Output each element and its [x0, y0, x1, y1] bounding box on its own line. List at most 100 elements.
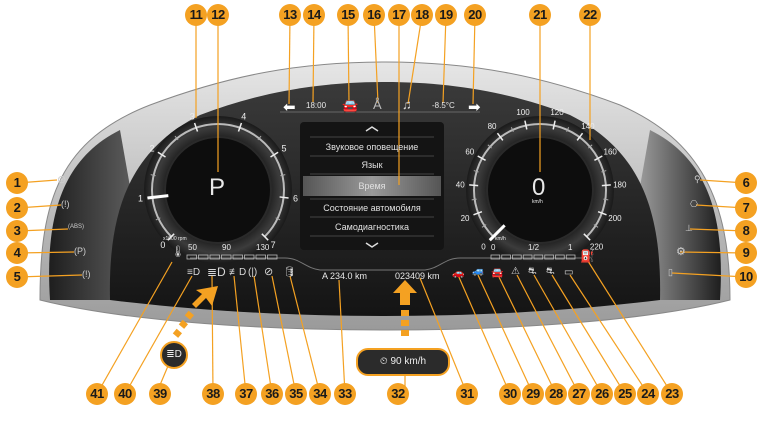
fuel-label-half: 1/2	[528, 243, 540, 252]
callout-26: 26	[591, 383, 613, 405]
esp-active-icon: ⛐	[546, 266, 555, 277]
speedometer-tick-label: 180	[613, 180, 627, 189]
callout-40: 40	[114, 383, 136, 405]
menu-item-vehicle-status[interactable]: Состояние автомобиля	[323, 203, 421, 213]
callout-3: 3	[6, 220, 28, 242]
menu-item-time[interactable]: Время	[358, 181, 386, 191]
speedometer-tick-label: 200	[608, 214, 622, 223]
speedometer-tick	[524, 120, 528, 130]
speedometer-minor-tick	[566, 127, 570, 132]
temperature-bar-segment	[232, 254, 243, 260]
tachometer-tick-label: 4	[241, 111, 246, 121]
speedometer-minor-tick	[487, 144, 492, 149]
rear-fog-light-icon: ≡D	[187, 267, 201, 278]
trunk-open-icon: 🚗	[452, 268, 465, 279]
low-beam-icon: ≣D	[207, 265, 226, 279]
callout-9: 9	[735, 242, 757, 264]
fuel-bar-segment	[522, 254, 533, 260]
callout-33: 33	[334, 383, 356, 405]
callout-leader	[407, 14, 423, 105]
tachometer-tick-label: 3	[190, 111, 195, 121]
tachometer-tick	[193, 122, 199, 132]
callout-leader	[288, 14, 291, 105]
arrow-right-indicator: ➡	[468, 99, 481, 116]
speedometer-tick	[597, 210, 607, 216]
callout-30: 30	[499, 383, 521, 405]
speedometer-needle	[488, 224, 506, 242]
speed-readout: 0	[532, 174, 546, 201]
callout-leader	[671, 272, 747, 278]
auto-headlight-icon: ≣D	[166, 349, 182, 360]
callout-leader	[271, 275, 297, 395]
temp-label-50: 50	[188, 243, 197, 252]
callout-2: 2	[6, 197, 28, 219]
tachometer-tick-label: 5	[282, 144, 287, 154]
speed-unit: km/h	[532, 199, 543, 205]
tachometer-tick	[270, 151, 279, 158]
abs-icon: (ABS)	[68, 224, 85, 230]
fuel-label-0: 0	[491, 243, 496, 252]
callout-29: 29	[522, 383, 544, 405]
navigation-icon: Å	[373, 97, 382, 112]
tachometer-minor-tick	[257, 135, 262, 141]
temperature-bar-segment	[255, 254, 266, 260]
menu-scroll-up-icon	[365, 126, 379, 132]
menu-scroll-down-icon	[365, 242, 379, 248]
tachometer-minor-tick	[150, 174, 156, 177]
tachometer-tick-label: 0	[160, 240, 165, 250]
callout-8: 8	[735, 220, 757, 242]
callout-leader	[289, 275, 321, 395]
speedometer-minor-tick	[588, 144, 593, 149]
door-open-side-icon: ▯	[668, 267, 673, 277]
temperature-bar-segment	[198, 254, 209, 260]
callout-leader	[551, 274, 626, 395]
callout-leader	[233, 275, 247, 395]
callout-leader	[442, 14, 447, 104]
callout-leader	[312, 14, 315, 103]
tachometer-minor-tick	[174, 135, 179, 141]
temp-label-90: 90	[222, 243, 231, 252]
callout-27: 27	[568, 383, 590, 405]
menu-item-self-diagnostics[interactable]: Самодиагностика	[335, 222, 409, 232]
callout-leader	[347, 14, 350, 104]
callout-34: 34	[309, 383, 331, 405]
callout-leader	[96, 261, 173, 395]
speed-limit-value: 90 km/h	[390, 356, 427, 367]
callout-39: 39	[149, 383, 171, 405]
speedometer-tick	[496, 132, 504, 141]
battery-icon: ▭	[564, 267, 574, 278]
callout-leader	[253, 275, 273, 395]
callout-leader	[533, 274, 603, 395]
parking-brake-icon: (P)	[74, 246, 86, 256]
tachometer-minor-tick	[280, 174, 286, 177]
fuel-bar-segment	[544, 254, 554, 260]
airbag-off-icon: ⚲	[694, 174, 701, 184]
callout-28: 28	[545, 383, 567, 405]
speed-limit-popup: ⏲ 90 km/h	[356, 348, 450, 376]
callout-22: 22	[579, 4, 601, 26]
fuel-bar-segment	[501, 254, 511, 260]
car-icon: 🚘	[342, 98, 359, 113]
callout-41: 41	[86, 383, 108, 405]
callout-23: 23	[661, 383, 683, 405]
menu-item-language[interactable]: Язык	[361, 160, 383, 170]
callout-6: 6	[735, 172, 757, 194]
callout-leader	[516, 274, 580, 395]
speedometer-tick-label: 140	[581, 122, 595, 131]
speedometer-minor-tick	[593, 224, 599, 228]
callout-leader	[497, 274, 557, 395]
speedometer-minor-tick	[471, 198, 477, 201]
menu-item-sound-alert[interactable]: Звуковое оповещение	[325, 142, 419, 152]
music-icon: ♫	[402, 97, 412, 112]
airbag-deactivated-icon: ⊘	[264, 266, 274, 278]
callout-leader	[338, 279, 346, 395]
callout-35: 35	[285, 383, 307, 405]
menu-dividers	[310, 136, 434, 237]
tachometer-tick-label: 1	[138, 194, 143, 204]
tachometer-tick	[157, 151, 166, 158]
headlight-badge: ≣D	[160, 341, 188, 369]
